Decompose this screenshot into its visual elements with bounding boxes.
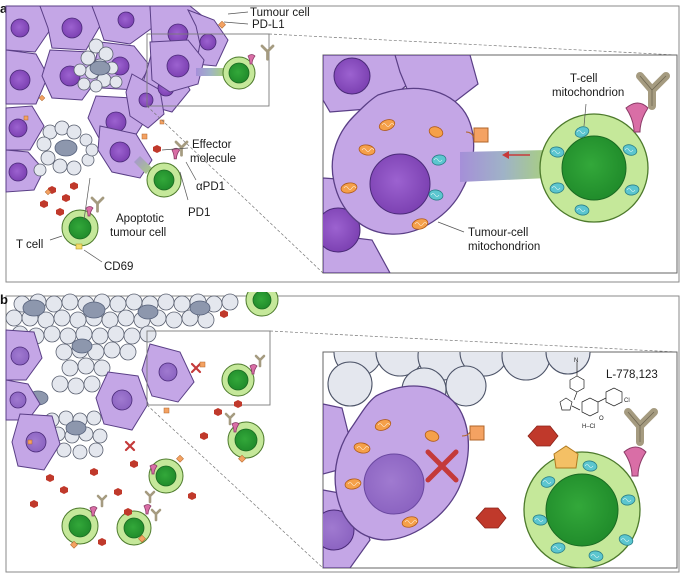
panel-b-zoom: N Cl O H–Cl L-778,123	[322, 351, 678, 569]
label-effector-molecule-2: molecule	[190, 153, 236, 165]
block-x-icon	[425, 449, 459, 483]
label-apoptotic-1: Apoptotic	[116, 213, 164, 225]
chemical-structure	[559, 362, 623, 417]
panel-a-zoom: T-cell mitochondrion Tumour-cell mitocho…	[322, 54, 678, 274]
label-tcell-mito-1: T-cell	[570, 73, 597, 85]
label-apoptotic-2: tumour cell	[110, 227, 166, 239]
effector-molecule-icon	[465, 127, 489, 143]
label-tumour-cell: Tumour cell	[250, 7, 310, 19]
antibody-icon	[624, 408, 658, 446]
pd1-receptor-icon	[623, 446, 647, 477]
label-pd-l1: PD-L1	[252, 19, 285, 31]
antibody-icon	[636, 72, 670, 110]
label-effector-molecule-1: Effector	[192, 139, 232, 151]
transfer-arrow-icon	[502, 151, 530, 159]
chem-hcl-label: H–Cl	[582, 424, 595, 430]
panel-a-tissue	[5, 5, 275, 250]
effector-molecule-icon	[461, 425, 485, 441]
label-cd69: CD69	[104, 261, 133, 273]
chem-cl-label: Cl	[624, 398, 630, 404]
antibody-icon	[260, 44, 275, 61]
pd1-receptor-icon	[625, 102, 649, 133]
panel-b-tissue	[5, 292, 279, 549]
label-tumour-mito-1: Tumour-cell	[468, 227, 528, 239]
label-t-cell: T cell	[16, 239, 43, 251]
chem-n-label: N	[574, 358, 578, 364]
label-tcell-mito-2: mitochondrion	[552, 87, 624, 99]
panel-b-label: b	[0, 292, 8, 307]
label-pd1: PD1	[188, 207, 210, 219]
inhibitor-hexagon-icon	[475, 425, 559, 529]
label-apd1: αPD1	[196, 181, 225, 193]
chem-o-label: O	[599, 416, 604, 422]
mitochondrion-icon	[340, 119, 640, 230]
label-tumour-mito-2: mitochondrion	[468, 241, 540, 253]
mitochondrion-icon	[344, 419, 636, 562]
panel-a-label: a	[0, 1, 8, 16]
compound-label: L-778,123	[606, 369, 658, 381]
